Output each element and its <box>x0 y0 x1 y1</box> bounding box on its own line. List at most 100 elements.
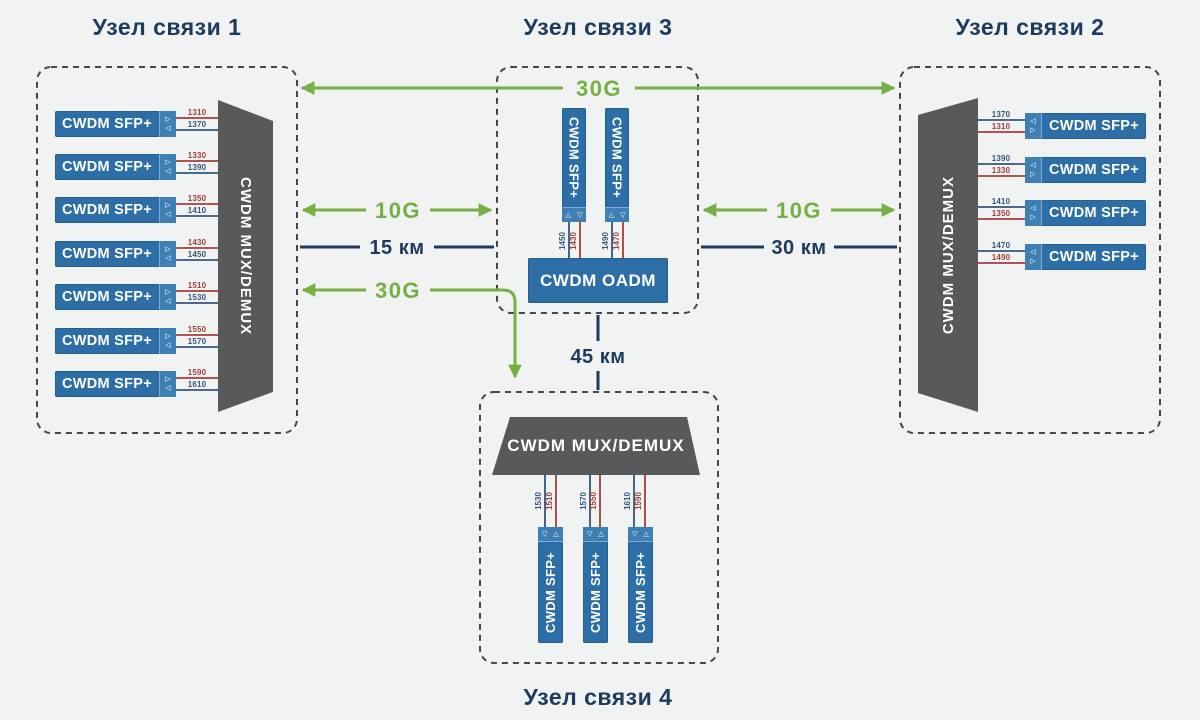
node4-mux-block: CWDM MUX/DEMUX <box>492 417 700 475</box>
node4-title: Узел связи 4 <box>523 684 673 710</box>
node2-mux-block: CWDM MUX/DEMUX <box>918 98 978 412</box>
wavelength-label: 1530 <box>187 293 207 302</box>
node3-fiber-lines <box>568 222 624 258</box>
node1-sfp-module-7: CWDM SFP+ ▷◁ <box>55 371 176 397</box>
tx-port-icon: ▷ <box>165 333 171 340</box>
sfp-module-label: CWDM SFP+ <box>61 159 153 175</box>
sfp-ports: ◁▷ <box>1025 157 1042 183</box>
node2-fiber-lines <box>976 119 1025 264</box>
wavelength-label: 1390 <box>991 154 1011 163</box>
rx-port-icon: ▷ <box>1030 258 1036 265</box>
sfp-ports: △▽ <box>605 207 629 222</box>
tx-port-icon: ▷ <box>165 376 171 383</box>
wavelength-label: 1530 <box>534 492 543 510</box>
tx-port-icon: ▷ <box>165 202 171 209</box>
node1-mux-label: CWDM MUX/DEMUX <box>237 176 254 336</box>
node2-mux-shape <box>918 98 978 412</box>
sfp-module-label: CWDM SFP+ <box>1048 118 1140 134</box>
wavelength-label: 1570 <box>579 492 588 510</box>
rx-port-icon: ▷ <box>1030 127 1036 134</box>
rx-port-icon: ◁ <box>165 125 171 132</box>
node4-mux-label: CWDM MUX/DEMUX <box>507 436 685 455</box>
rx-port-icon: ◁ <box>165 168 171 175</box>
node2-boundary <box>899 66 1161 434</box>
rx-port-icon: ◁ <box>165 211 171 218</box>
tx-port-icon: △ <box>598 530 604 538</box>
sfp-ports: ▷◁ <box>159 154 176 180</box>
wavelength-label: 1510 <box>187 281 207 290</box>
tx-port-icon: ◁ <box>1030 118 1036 125</box>
node1-boundary <box>36 66 298 434</box>
rx-port-icon: ▽ <box>542 530 548 538</box>
sfp-module-label: CWDM SFP+ <box>61 116 153 132</box>
wavelength-label: 1330 <box>991 166 1011 175</box>
node1-sfp-module-3: CWDM SFP+ ▷◁ <box>55 197 176 223</box>
wavelength-label: 1370 <box>991 110 1011 119</box>
node1-mux-shape <box>218 100 273 412</box>
node1-sfp-module-6: CWDM SFP+ ▷◁ <box>55 328 176 354</box>
sfp-module-label: CWDM SFP+ <box>588 551 603 634</box>
sfp-ports: ◁▷ <box>1025 113 1042 139</box>
sfp-module-label: CWDM SFP+ <box>61 289 153 305</box>
node2-mux-label: CWDM MUX/DEMUX <box>939 175 957 335</box>
wavelength-label: 1510 <box>545 492 554 510</box>
node1-sfp-module-4: CWDM SFP+ ▷◁ <box>55 241 176 267</box>
node2-sfp-module-2: CWDM SFP+ ◁▷ <box>1025 157 1146 183</box>
wavelength-label: 1490 <box>601 232 610 250</box>
sfp-ports: ▽△ <box>538 527 563 542</box>
tx-port-icon: ▽ <box>620 211 626 219</box>
node1-mux-block: CWDM MUX/DEMUX <box>218 100 273 412</box>
sfp-ports: ▷◁ <box>159 371 176 397</box>
sfp-ports: ▽△ <box>583 527 608 542</box>
sfp-module-label: CWDM SFP+ <box>609 116 625 199</box>
tx-port-icon: ▷ <box>165 246 171 253</box>
wavelength-label: 1310 <box>187 108 207 117</box>
wavelength-label: 1590 <box>634 492 643 510</box>
sfp-ports: ▷◁ <box>159 241 176 267</box>
wavelength-label: 1550 <box>187 325 207 334</box>
branch-distance-label: 45 км <box>570 346 626 368</box>
wavelength-label: 1390 <box>187 163 207 172</box>
tx-port-icon: △ <box>643 530 649 538</box>
left-speed-label: 10G <box>374 198 422 223</box>
wavelength-label: 1450 <box>187 250 207 259</box>
node3-oadm-label: CWDM OADM <box>540 270 656 290</box>
sfp-ports: ▷◁ <box>159 111 176 137</box>
wavelength-label: 1410 <box>187 206 207 215</box>
node4-sfp-module-1: CWDM SFP+ ▽△ <box>538 527 563 643</box>
sfp-module-label: CWDM SFP+ <box>566 116 582 199</box>
rx-port-icon: ◁ <box>165 255 171 262</box>
right-speed-label: 10G <box>775 198 823 223</box>
node4-boundary <box>479 391 719 664</box>
tx-port-icon: ▷ <box>165 116 171 123</box>
sfp-module-label: CWDM SFP+ <box>1048 162 1140 178</box>
tx-port-icon: △ <box>553 530 559 538</box>
node1-fiber-lines <box>176 117 222 391</box>
tx-port-icon: ▽ <box>577 211 583 219</box>
node1-title: Узел связи 1 <box>92 14 242 40</box>
sfp-module-label: CWDM SFP+ <box>633 551 648 634</box>
branch-30g-link <box>301 283 522 379</box>
wavelength-label: 1450 <box>558 232 567 250</box>
wavelength-label: 1410 <box>991 197 1011 206</box>
node2-sfp-module-4: CWDM SFP+ ◁▷ <box>1025 244 1146 270</box>
sfp-ports: △▽ <box>562 207 586 222</box>
node4-mux-shape <box>492 417 700 475</box>
tx-port-icon: ▷ <box>165 159 171 166</box>
node3-oadm-block: CWDM OADM <box>528 258 668 303</box>
sfp-ports: ▷◁ <box>159 328 176 354</box>
rx-port-icon: △ <box>565 211 571 219</box>
backbone-speed-label: 30G <box>575 76 623 101</box>
left-distance-label: 15 км <box>369 237 425 259</box>
sfp-module-label: CWDM SFP+ <box>1048 249 1140 265</box>
node3-boundary <box>496 66 699 314</box>
sfp-module-label: CWDM SFP+ <box>61 376 153 392</box>
sfp-module-label: CWDM SFP+ <box>1048 205 1140 221</box>
node2-title: Узел связи 2 <box>955 14 1105 40</box>
tx-port-icon: ◁ <box>1030 205 1036 212</box>
sfp-module-label: CWDM SFP+ <box>61 246 153 262</box>
node1-sfp-module-2: CWDM SFP+ ▷◁ <box>55 154 176 180</box>
sfp-module-label: CWDM SFP+ <box>61 333 153 349</box>
